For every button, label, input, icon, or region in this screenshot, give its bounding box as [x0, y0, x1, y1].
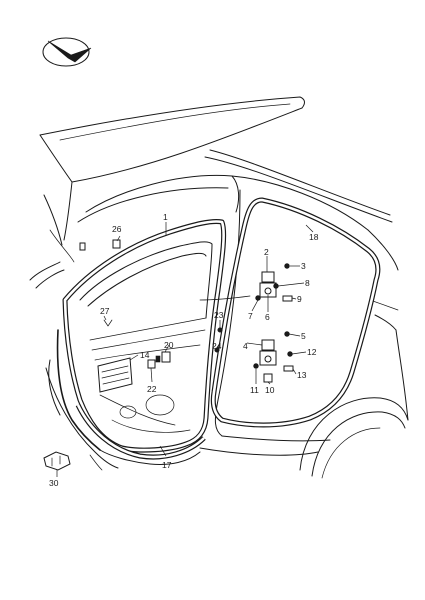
- callout-2: 2: [264, 247, 269, 257]
- door-check-parts: [147, 327, 223, 369]
- callout-22: 22: [147, 384, 157, 394]
- callout-23: 23: [214, 310, 224, 320]
- upper-hinge: [255, 263, 293, 302]
- misc-clips: [43, 239, 121, 471]
- callout-8: 8: [305, 278, 310, 288]
- callout-9: 9: [297, 294, 302, 304]
- callout-6: 6: [265, 312, 270, 322]
- callout-labels: 1 2 3 4 5 6 7 8 9 10 11 12 13 14 17 18 2…: [49, 212, 319, 488]
- callout-30: 30: [49, 478, 59, 488]
- callout-3: 3: [301, 261, 306, 271]
- door-opening-seal-18: [210, 197, 381, 428]
- rear-door: [45, 219, 251, 469]
- callout-4: 4: [243, 341, 248, 351]
- callout-12: 12: [307, 347, 317, 357]
- lower-hinge: [253, 331, 294, 383]
- vehicle-body: [29, 96, 409, 479]
- callout-10: 10: [265, 385, 275, 395]
- direction-arrow-badge-icon: [42, 37, 92, 67]
- callout-1: 1: [163, 212, 168, 222]
- callout-13: 13: [297, 370, 307, 380]
- callout-18: 18: [309, 232, 319, 242]
- callout-20: 20: [164, 340, 174, 350]
- callout-24: 24: [212, 341, 222, 351]
- callout-17: 17: [162, 460, 172, 470]
- callout-27: 27: [100, 306, 110, 316]
- leader-lines: [56, 222, 314, 477]
- callout-7: 7: [248, 311, 253, 321]
- callout-11: 11: [250, 385, 259, 395]
- callout-5: 5: [301, 331, 306, 341]
- callout-14: 14: [140, 350, 150, 360]
- callout-26: 26: [112, 224, 122, 234]
